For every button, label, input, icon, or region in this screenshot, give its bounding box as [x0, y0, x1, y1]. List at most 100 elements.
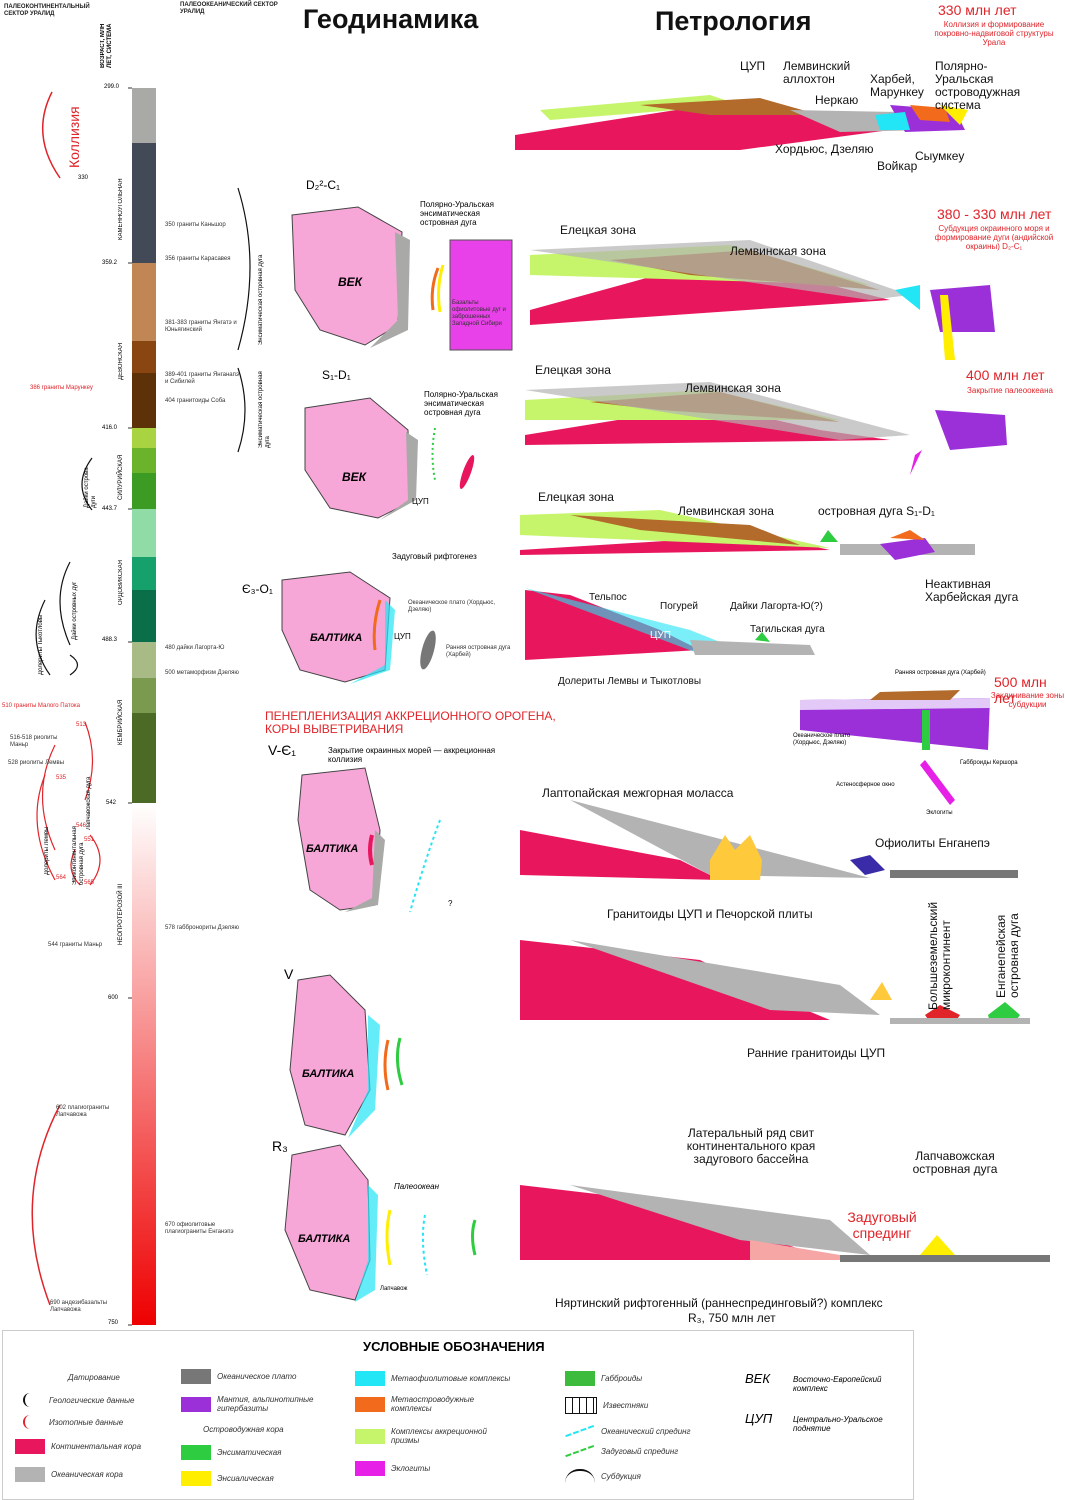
event-513: 513 [76, 722, 87, 728]
devonian-middle-bar [132, 341, 156, 373]
cambrian-3-bar [132, 713, 156, 803]
collision-bracket [41, 91, 61, 179]
s6-astheno-label: Астеносферное окно [836, 782, 895, 788]
ordovician-2-bar [132, 557, 156, 590]
limestone-swatch [565, 1397, 597, 1414]
geological-bracket-icon [23, 1393, 43, 1407]
event-granites-kanshor: 350 граниты Каньшор [165, 222, 226, 228]
s8-bolshezem-label: Большеземельский микроконтинент [926, 901, 953, 1010]
eclogites-swatch [355, 1461, 385, 1476]
legend-ensimatic-label: Энсиматическая [217, 1448, 282, 1457]
bracket-lapchavozh: Лапчавожская дуга [86, 776, 92, 830]
stage2-dots [431, 427, 436, 481]
s3-subtitle: Закрытие палеоокеана [967, 386, 1053, 395]
stage3-cup-label: ЦУП [394, 632, 411, 641]
ordovician-1-bar [132, 509, 156, 557]
event-565: 565 [84, 880, 95, 886]
stage2-arc [459, 455, 475, 489]
legend-box: УСЛОВНЫЕ ОБОЗНАЧЕНИЯ Датирование Геологи… [2, 1330, 914, 1500]
stage1-magenta-box [449, 239, 513, 351]
age-416: 416.0 [102, 425, 118, 431]
system-ordovician: ОРДОВИКСКАЯ [118, 560, 124, 605]
s9-lapchavozh-label: Лапчавожская островная дуга [912, 1149, 998, 1176]
plateau-swatch [181, 1369, 211, 1384]
stage1-label: D₂²-C₁ [306, 178, 341, 192]
left-black-bracket-4 [69, 654, 79, 676]
s4-lemva-label: Лемвинская зона [678, 504, 774, 518]
age-330: 330 [78, 175, 89, 181]
s7-ophiolite [850, 855, 885, 875]
left-bracket-4 [89, 834, 101, 886]
legend-cup-abbr: ЦУП [745, 1411, 773, 1426]
s7-gray [570, 800, 870, 878]
s8-ocean [890, 1018, 1030, 1024]
legend-continental-label: Континентальная кора [51, 1442, 142, 1451]
s4-arc-label: островная дуга S₁-D₁ [818, 504, 935, 518]
s8-gran [870, 982, 892, 1000]
event-andesibasalts: 690 андезибазальты Лапчавожа [50, 1300, 108, 1313]
s1-hordyus-label: Хордьюс, Дзеляю [775, 142, 874, 156]
legend-oceanic-spreading-label: Океанический спрединг [601, 1427, 691, 1436]
s3-elets-label: Елецкая зона [535, 363, 611, 377]
oceanic-swatch [15, 1467, 45, 1482]
s7-gran [710, 835, 762, 880]
bracket-ensimatic-1: Энсиматическая островная дуга [258, 254, 264, 345]
system-silurian: СИЛУРИЙСКАЯ [118, 454, 124, 500]
accretion-swatch [355, 1428, 385, 1444]
event-granites-karasaveeh: 356 граниты Карасавея [165, 256, 231, 262]
s3-mantle [935, 410, 1007, 450]
s1-polar-label: Полярно-Уральская островодужная система [935, 59, 1021, 112]
petrology-graphic [515, 95, 1050, 1262]
bracket-dikes-ensialic: Дайки острова дуги [84, 467, 97, 508]
legend-oceanic: Океаническая кора [15, 1467, 123, 1482]
s1-voykar-label: Войкар [877, 159, 918, 173]
petrology-title: Петрология [655, 6, 812, 36]
subduction-arrow-icon [565, 1469, 595, 1483]
s7-granitoids-label: Гранитоиды ЦУП и Печорской плиты [607, 907, 813, 921]
legend-oceanic-spreading: Океанический спрединг [565, 1424, 691, 1439]
event-ophiolites: 670 офиолитовые плагиограниты Енганэпэ [165, 1222, 234, 1235]
system-cambrian: КЕМБРИЙСКАЯ [118, 699, 124, 745]
right-black-bracket-1 [237, 187, 251, 351]
carboniferous-lower-bar [132, 143, 156, 263]
left-bracket-1 [84, 721, 94, 801]
s6-subtitle: Заклинивание зоны субдукции [990, 691, 1065, 709]
event-granites-malopapon: 510 граниты Малого Патока [2, 703, 80, 709]
stage1-arc-1 [430, 267, 440, 311]
s5-gray [690, 640, 815, 655]
legend-gabbroids: Габброиды [565, 1371, 642, 1386]
legend-island-arc-label: Островодужная кора [203, 1425, 284, 1434]
s8-arc [988, 1002, 1020, 1022]
legend-dating: Датирование [68, 1373, 120, 1382]
s4-arc [820, 530, 838, 542]
mantle-swatch [181, 1396, 211, 1412]
s2-gray [530, 240, 910, 300]
legend-eclogites: Эклогиты [355, 1461, 430, 1476]
s3-eclogite [910, 450, 922, 475]
age-299: 299.0 [104, 84, 120, 90]
stage1-block-label: ВЕК [338, 275, 363, 289]
s9-gray [570, 1185, 870, 1255]
legend-vek-abbr: ВЕК [745, 1371, 771, 1386]
stage4-closure-label: Закрытие окраинных морей — аккреционная … [328, 746, 496, 764]
s2-yellow [940, 295, 955, 360]
s9-nyartin-label: Няртинский рифтогенный (раннеспрединговы… [555, 1296, 883, 1310]
stage3-block-label: БАЛТИКА [310, 632, 363, 644]
age-488: 488.3 [102, 637, 118, 643]
legend-metaophiolite: Метаофиолитовые комплексы [355, 1371, 510, 1386]
stage2-shelf [380, 432, 418, 520]
legend-isotope: Изотопные данные [23, 1415, 123, 1429]
system-devonian: ДЕВОНСКАЯ [118, 342, 124, 380]
cambrian-2-bar [132, 678, 156, 713]
s7-ophiolites-label: Офиолиты Енганепэ [875, 836, 990, 850]
s5-tagil-label: Тагильская дуга [750, 624, 825, 635]
bracket-dolerites-lemva: Долериты Лемвы [44, 826, 50, 876]
legend-island-arc: Островодужная кора [203, 1425, 284, 1434]
event-dikes-lagorta: 480 дайки Лагорта-Ю [165, 645, 225, 651]
legend-limestones-label: Известняки [603, 1401, 649, 1410]
oceanic-spreading-icon [565, 1424, 595, 1439]
continental-swatch [15, 1439, 45, 1454]
age-359: 359.2 [102, 260, 118, 266]
stage5-arcs [383, 1039, 390, 1091]
s1-cup-label: ЦУП [740, 59, 766, 73]
